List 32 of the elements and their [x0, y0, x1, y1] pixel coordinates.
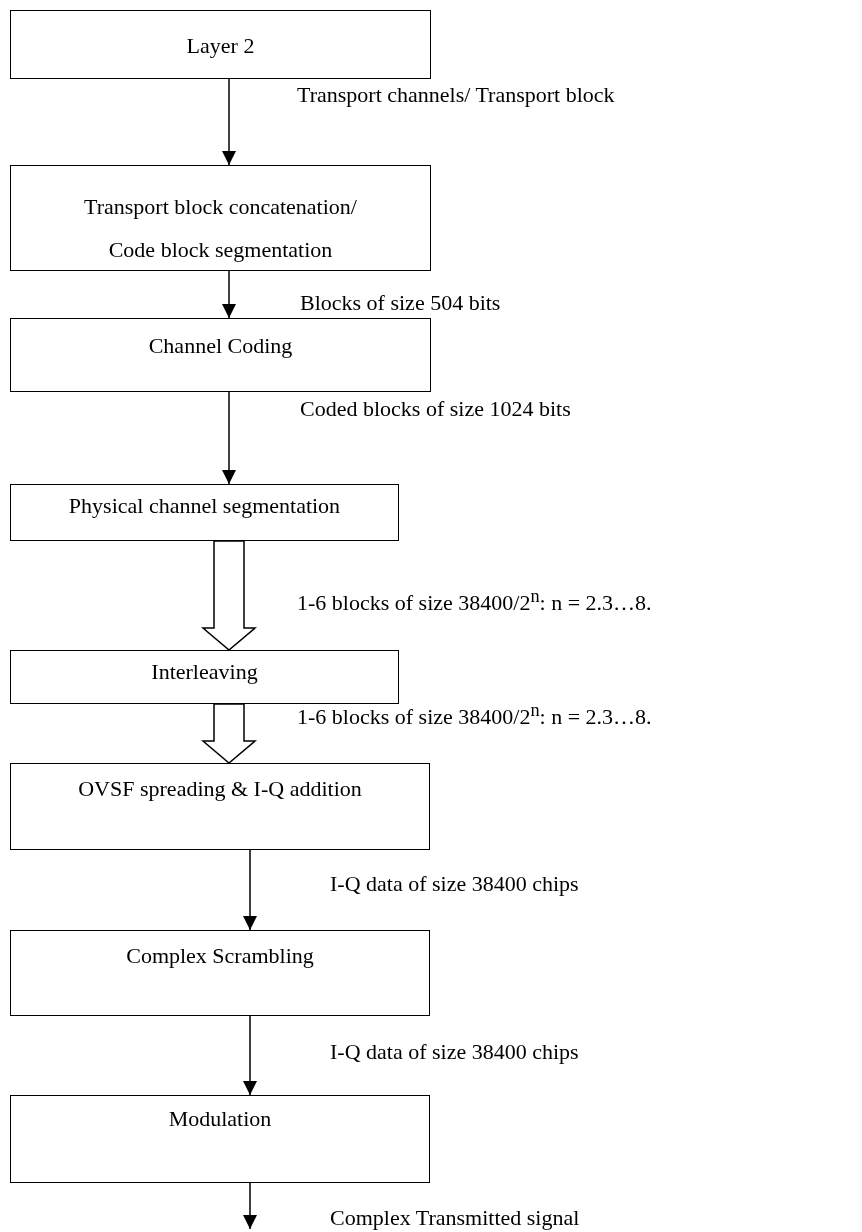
- box-label: Interleaving: [151, 658, 258, 686]
- edge-label: Coded blocks of size 1024 bits: [300, 396, 571, 422]
- box-label: Channel Coding: [148, 332, 293, 360]
- process-box: [10, 650, 399, 704]
- arrow: [222, 78, 236, 166]
- box-label: Transport block concatenation/ Code block segmentation: [83, 193, 358, 264]
- arrow: [222, 391, 236, 485]
- edge-label: 1-6 blocks of size 38400/2$^{n}$: n = 2.3…8.: [297, 585, 652, 617]
- arrow: [243, 1015, 257, 1096]
- arrow: [243, 849, 257, 931]
- process-box: [10, 10, 431, 79]
- process-box: [10, 930, 430, 1016]
- box-label: Modulation: [168, 1105, 272, 1133]
- process-box: [10, 318, 431, 392]
- arrow: [243, 1182, 257, 1230]
- process-box: [10, 763, 430, 850]
- edge-label: Transport channels/ Transport block: [297, 82, 615, 108]
- box-label: OVSF spreading & I-Q addition: [78, 775, 362, 803]
- arrow: [222, 270, 236, 319]
- box-label: Complex Scrambling: [126, 942, 314, 970]
- hollow-arrow: [200, 703, 258, 764]
- box-label: Layer 2: [186, 32, 255, 60]
- process-box: [10, 1095, 430, 1183]
- hollow-arrow: [200, 540, 258, 651]
- edge-label: I-Q data of size 38400 chips: [330, 871, 579, 897]
- edge-label: 1-6 blocks of size 38400/2$^{n}$: n = 2.3…8.: [297, 699, 652, 731]
- process-box: [10, 484, 399, 541]
- box-label: Physical channel segmentation: [68, 492, 341, 520]
- edge-label: Blocks of size 504 bits: [300, 290, 501, 316]
- edge-label: I-Q data of size 38400 chips: [330, 1039, 579, 1065]
- process-box: [10, 165, 431, 271]
- edge-label: Complex Transmitted signal: [330, 1205, 580, 1231]
